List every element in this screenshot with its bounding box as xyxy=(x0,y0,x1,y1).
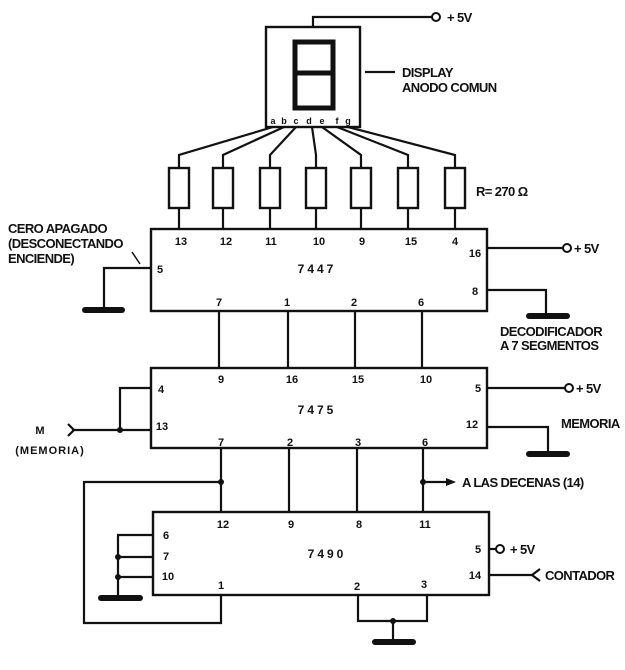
vcc-terminal-icon xyxy=(495,544,505,554)
counter-7490: 12 9 8 11 6 7 10 7490 1 2 3 5 14 + 5V CO… xyxy=(98,510,616,645)
pin-label: 9 xyxy=(288,519,294,531)
latch-supply-label: + 5V xyxy=(576,381,602,396)
pin-label: 13 xyxy=(175,236,187,248)
output-arrow-icon xyxy=(446,478,456,486)
segment-c: c xyxy=(293,116,298,126)
pin-label: 7 xyxy=(216,297,222,309)
pin-label: 3 xyxy=(421,579,427,591)
segment-b: b xyxy=(281,116,287,126)
vcc-terminal-icon xyxy=(431,12,441,22)
pin-label: 6 xyxy=(163,530,169,542)
pin-label: 13 xyxy=(156,421,168,433)
pin-label: 10 xyxy=(420,374,432,386)
pin-label: 15 xyxy=(405,236,417,248)
pin-label: 10 xyxy=(162,571,174,583)
pin-label: 6 xyxy=(422,437,428,449)
resistor-value: R= 270 Ω xyxy=(476,184,528,199)
latch-7475: 9 16 15 10 4 5 7475 13 12 7 2 3 6 M (MEM… xyxy=(15,366,621,457)
pin-label: 12 xyxy=(217,519,229,531)
pin-label: 6 xyxy=(418,297,424,309)
pin-label: 15 xyxy=(352,374,364,386)
segment-f: f xyxy=(336,116,340,126)
pin-label: 7 xyxy=(218,437,224,449)
pin-label: 5 xyxy=(475,383,481,395)
pin-label: 14 xyxy=(469,570,482,582)
pin-label: 9 xyxy=(359,236,365,248)
display-label-1: DISPLAY xyxy=(402,65,454,80)
decoder-caption-2: A 7 SEGMENTOS xyxy=(500,338,599,353)
pin-label: 1 xyxy=(218,580,224,592)
pin-label: 11 xyxy=(265,236,277,248)
display-supply-label: + 5V xyxy=(447,10,473,25)
counter-supply-label: + 5V xyxy=(510,542,536,557)
pin-label: 8 xyxy=(472,286,478,298)
decoder-caption-1: DECODIFICADOR xyxy=(500,324,603,339)
clock-label: CONTADOR xyxy=(545,568,616,583)
memory-input-caption: (MEMORIA) xyxy=(15,445,85,457)
pin-label: 7 xyxy=(163,551,169,563)
resistor-network: R= 270 Ω xyxy=(167,125,528,229)
memory-caption: MEMORIA xyxy=(561,416,621,431)
chip-name: 7475 xyxy=(298,403,337,417)
pin-label: 10 xyxy=(313,236,325,248)
memory-input-label: M xyxy=(35,425,44,437)
pin-label: 2 xyxy=(351,297,357,309)
chip-name: 7490 xyxy=(308,547,347,561)
pin-label: 8 xyxy=(356,519,362,531)
clock-input-arrow-icon xyxy=(530,568,541,582)
input-arrow-icon xyxy=(67,423,76,437)
pin-label: 12 xyxy=(466,419,478,431)
vcc-terminal-icon xyxy=(564,383,574,393)
pin-label: 16 xyxy=(286,374,298,386)
segment-a: a xyxy=(270,116,276,126)
pin-label: 12 xyxy=(220,236,232,248)
seven-segment-display: + 5V DISPLAY ANODO COMUN a b c d e f g xyxy=(264,10,497,129)
note-line-1: CERO APAGADO xyxy=(8,221,107,236)
pin-label: 3 xyxy=(355,437,361,449)
resistor-icon xyxy=(167,166,467,210)
pin-label: 4 xyxy=(452,236,459,248)
pin-label: 11 xyxy=(419,519,431,531)
display-label-2: ANODO COMUN xyxy=(402,80,497,95)
decoder-supply-label: + 5V xyxy=(574,241,600,256)
note-line-3: ENCIENDE) xyxy=(8,251,74,266)
segment-g: g xyxy=(345,116,351,126)
pin-label: 5 xyxy=(475,544,481,556)
vcc-terminal-icon xyxy=(562,243,572,253)
decoder-7447: 13 12 11 10 9 15 4 16 5 7447 8 7 1 2 6 C… xyxy=(8,221,604,353)
pin-label: 2 xyxy=(287,437,293,449)
pin-label: 4 xyxy=(158,384,165,396)
pin-label: 9 xyxy=(218,374,224,386)
tens-output-label: A LAS DECENAS (14) xyxy=(462,475,584,490)
note-line-2: (DESCONECTANDO xyxy=(8,236,123,251)
pin-label: 1 xyxy=(284,297,290,309)
pin-label: 5 xyxy=(157,264,163,276)
chip-name: 7447 xyxy=(298,262,337,276)
segment-d: d xyxy=(306,116,312,126)
segment-e: e xyxy=(319,116,324,126)
pin-label: 2 xyxy=(354,581,360,593)
pin-label: 16 xyxy=(469,248,481,260)
